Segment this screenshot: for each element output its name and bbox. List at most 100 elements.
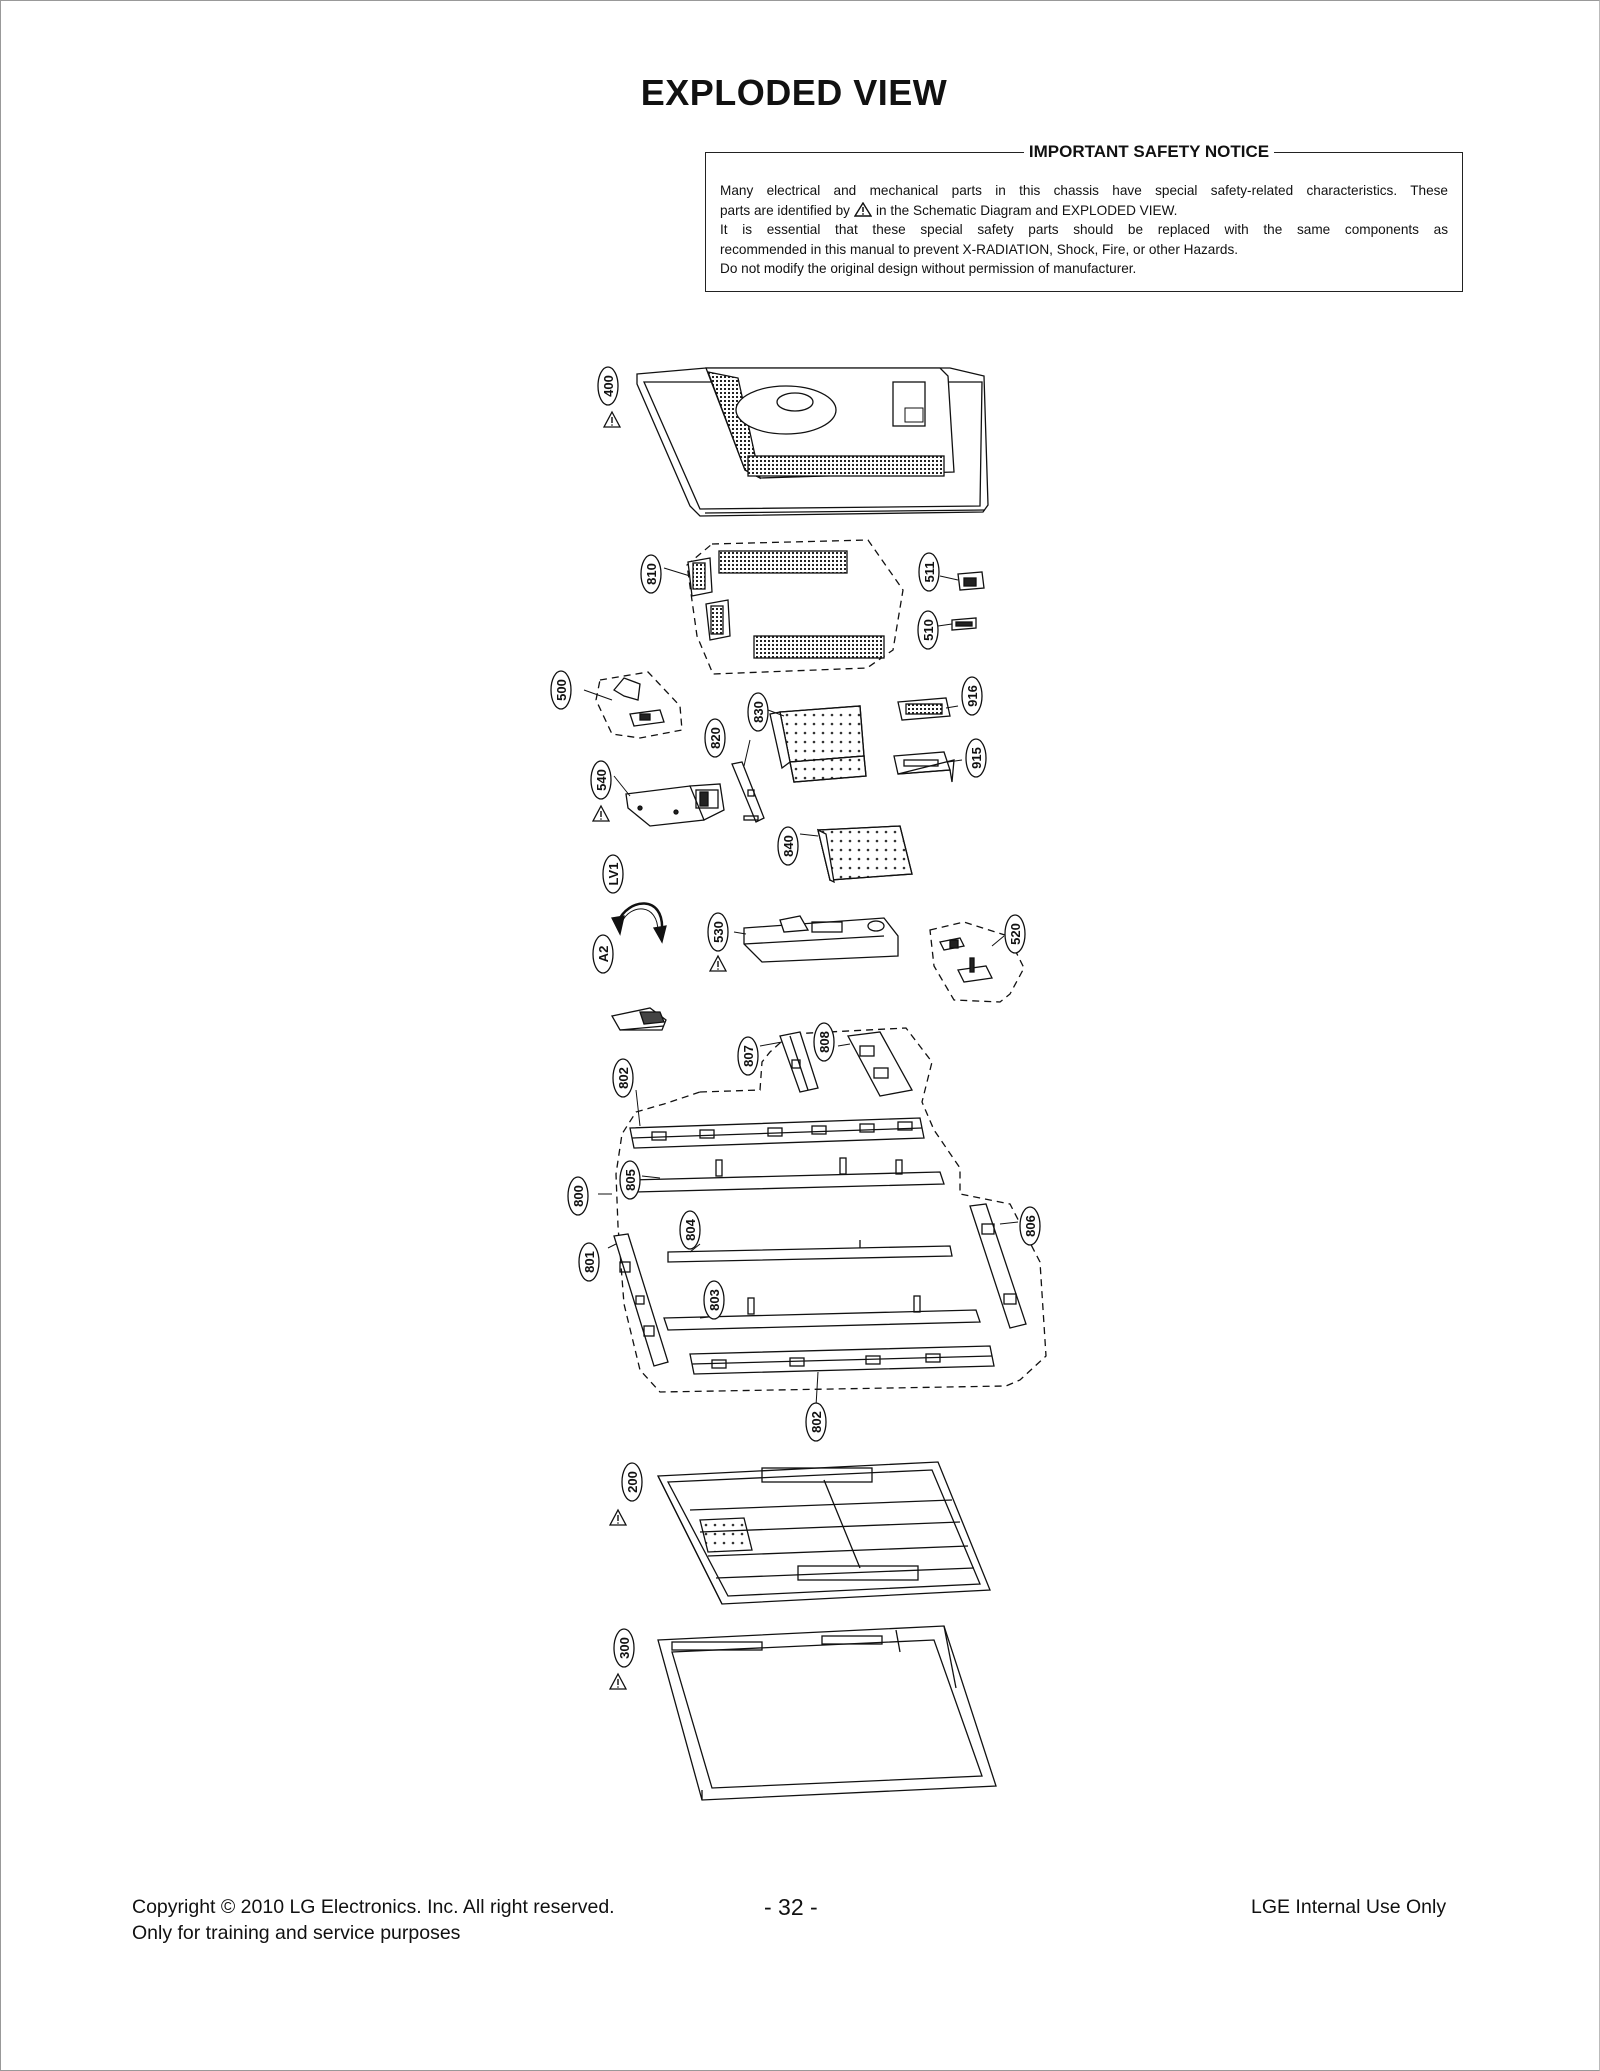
part-915 [893, 751, 955, 783]
part-802-bottom-bar [689, 1345, 995, 1375]
part-807 [779, 1031, 819, 1093]
part-808 [846, 1031, 914, 1097]
callout-801: 801 [578, 1242, 600, 1282]
svg-text:400: 400 [601, 375, 616, 397]
leader-lines [583, 567, 1019, 1407]
part-400-back-cover [636, 367, 989, 517]
svg-text:805: 805 [623, 1169, 638, 1191]
svg-text:802: 802 [809, 1411, 824, 1433]
svg-text:807: 807 [741, 1045, 756, 1067]
svg-text:530: 530 [711, 921, 726, 943]
callout-300: 300 [613, 1628, 635, 1668]
callout-807: 807 [737, 1036, 759, 1076]
notice-line-5: Do not modify the original design withou… [720, 261, 1137, 276]
part-803-bar [663, 1295, 981, 1331]
notice-line-3: It is essential that these special safet… [720, 222, 1448, 237]
warning-triangle-icon [603, 411, 621, 428]
svg-text:810: 810 [644, 563, 659, 585]
svg-text:915: 915 [969, 747, 984, 769]
callout-915: 915 [965, 738, 987, 778]
part-510 [951, 617, 977, 631]
callout-808: 808 [813, 1022, 835, 1062]
callout-802-top: 802 [612, 1058, 634, 1098]
svg-text:A2: A2 [596, 946, 611, 963]
callout-500: 500 [550, 670, 572, 710]
callout-520: 520 [1004, 914, 1026, 954]
part-806-side-bracket [969, 1203, 1027, 1329]
svg-text:300: 300 [617, 1637, 632, 1659]
part-810-group [686, 539, 904, 675]
part-200-panel [656, 1461, 991, 1605]
callout-530: 530 [707, 912, 729, 952]
svg-text:801: 801 [582, 1251, 597, 1273]
footer-purpose: Only for training and service purposes [132, 1922, 461, 1944]
warning-triangle-icon [853, 201, 872, 217]
callout-510: 510 [917, 610, 939, 650]
part-300-frame [657, 1625, 997, 1801]
warning-triangle-icon [592, 805, 610, 822]
part-805-bar [629, 1157, 945, 1193]
svg-text:916: 916 [965, 685, 980, 707]
callout-802-bottom: 802 [805, 1402, 827, 1442]
part-804-bar [667, 1240, 953, 1263]
footer-copyright: Copyright © 2010 LG Electronics. Inc. Al… [132, 1896, 615, 1918]
page-title: EXPLODED VIEW [640, 72, 948, 113]
notice-line-2a: parts are identified by [720, 202, 850, 218]
callout-806: 806 [1019, 1206, 1041, 1246]
svg-text:500: 500 [554, 679, 569, 701]
callout-804: 804 [679, 1210, 701, 1250]
page-number: - 32 - [764, 1894, 818, 1920]
callout-511: 511 [918, 552, 940, 592]
callout-803: 803 [703, 1280, 725, 1320]
part-511 [957, 571, 985, 591]
svg-text:LV1: LV1 [606, 863, 621, 886]
svg-text:820: 820 [708, 727, 723, 749]
part-800-assembly-outline [615, 1027, 1047, 1393]
part-540-board [625, 783, 725, 827]
part-lv1-cable [611, 902, 667, 944]
safety-notice-heading: IMPORTANT SAFETY NOTICE [1023, 142, 1275, 161]
callout-200: 200 [621, 1462, 643, 1502]
footer-left: Copyright © 2010 LG Electronics. Inc. Al… [132, 1894, 615, 1946]
part-916 [897, 697, 951, 721]
footer-internal-use: LGE Internal Use Only [1251, 1896, 1447, 1918]
part-802-top-bar [629, 1117, 925, 1149]
svg-text:540: 540 [594, 769, 609, 791]
svg-text:804: 804 [683, 1218, 698, 1240]
safety-notice-body: Many electrical and mechanical parts in … [720, 181, 1448, 279]
part-820-bracket [731, 761, 765, 823]
callout-a2: A2 [592, 934, 614, 974]
svg-text:803: 803 [707, 1289, 722, 1311]
callout-400: 400 [597, 366, 619, 406]
warning-triangle-icon [709, 955, 727, 972]
warning-triangle-icon [609, 1673, 627, 1690]
svg-text:840: 840 [781, 835, 796, 857]
part-a2 [610, 1007, 667, 1031]
part-801-side-bracket [613, 1233, 669, 1367]
callout-540: 540 [590, 760, 612, 800]
callout-lv1: LV1 [602, 854, 624, 894]
notice-line-1: Many electrical and mechanical parts in … [720, 183, 1448, 198]
svg-text:520: 520 [1008, 923, 1023, 945]
notice-line-4: recommended in this manual to prevent X-… [720, 241, 1239, 257]
svg-text:806: 806 [1023, 1215, 1038, 1237]
safety-notice-box: IMPORTANT SAFETY NOTICE Many electrical … [705, 142, 1463, 292]
part-830-shield [769, 705, 867, 783]
callout-820: 820 [704, 718, 726, 758]
part-840-shield [817, 825, 913, 884]
callout-810: 810 [640, 554, 662, 594]
callout-916: 916 [961, 676, 983, 716]
svg-text:808: 808 [817, 1031, 832, 1053]
part-520-group [929, 921, 1025, 1003]
svg-text:802: 802 [616, 1067, 631, 1089]
callout-800: 800 [567, 1176, 589, 1216]
callout-805: 805 [619, 1160, 641, 1200]
svg-text:830: 830 [751, 701, 766, 723]
svg-text:800: 800 [571, 1185, 586, 1207]
svg-text:511: 511 [922, 562, 937, 583]
svg-text:510: 510 [921, 619, 936, 641]
part-530-bracket [743, 915, 899, 963]
part-500-group [595, 671, 683, 739]
